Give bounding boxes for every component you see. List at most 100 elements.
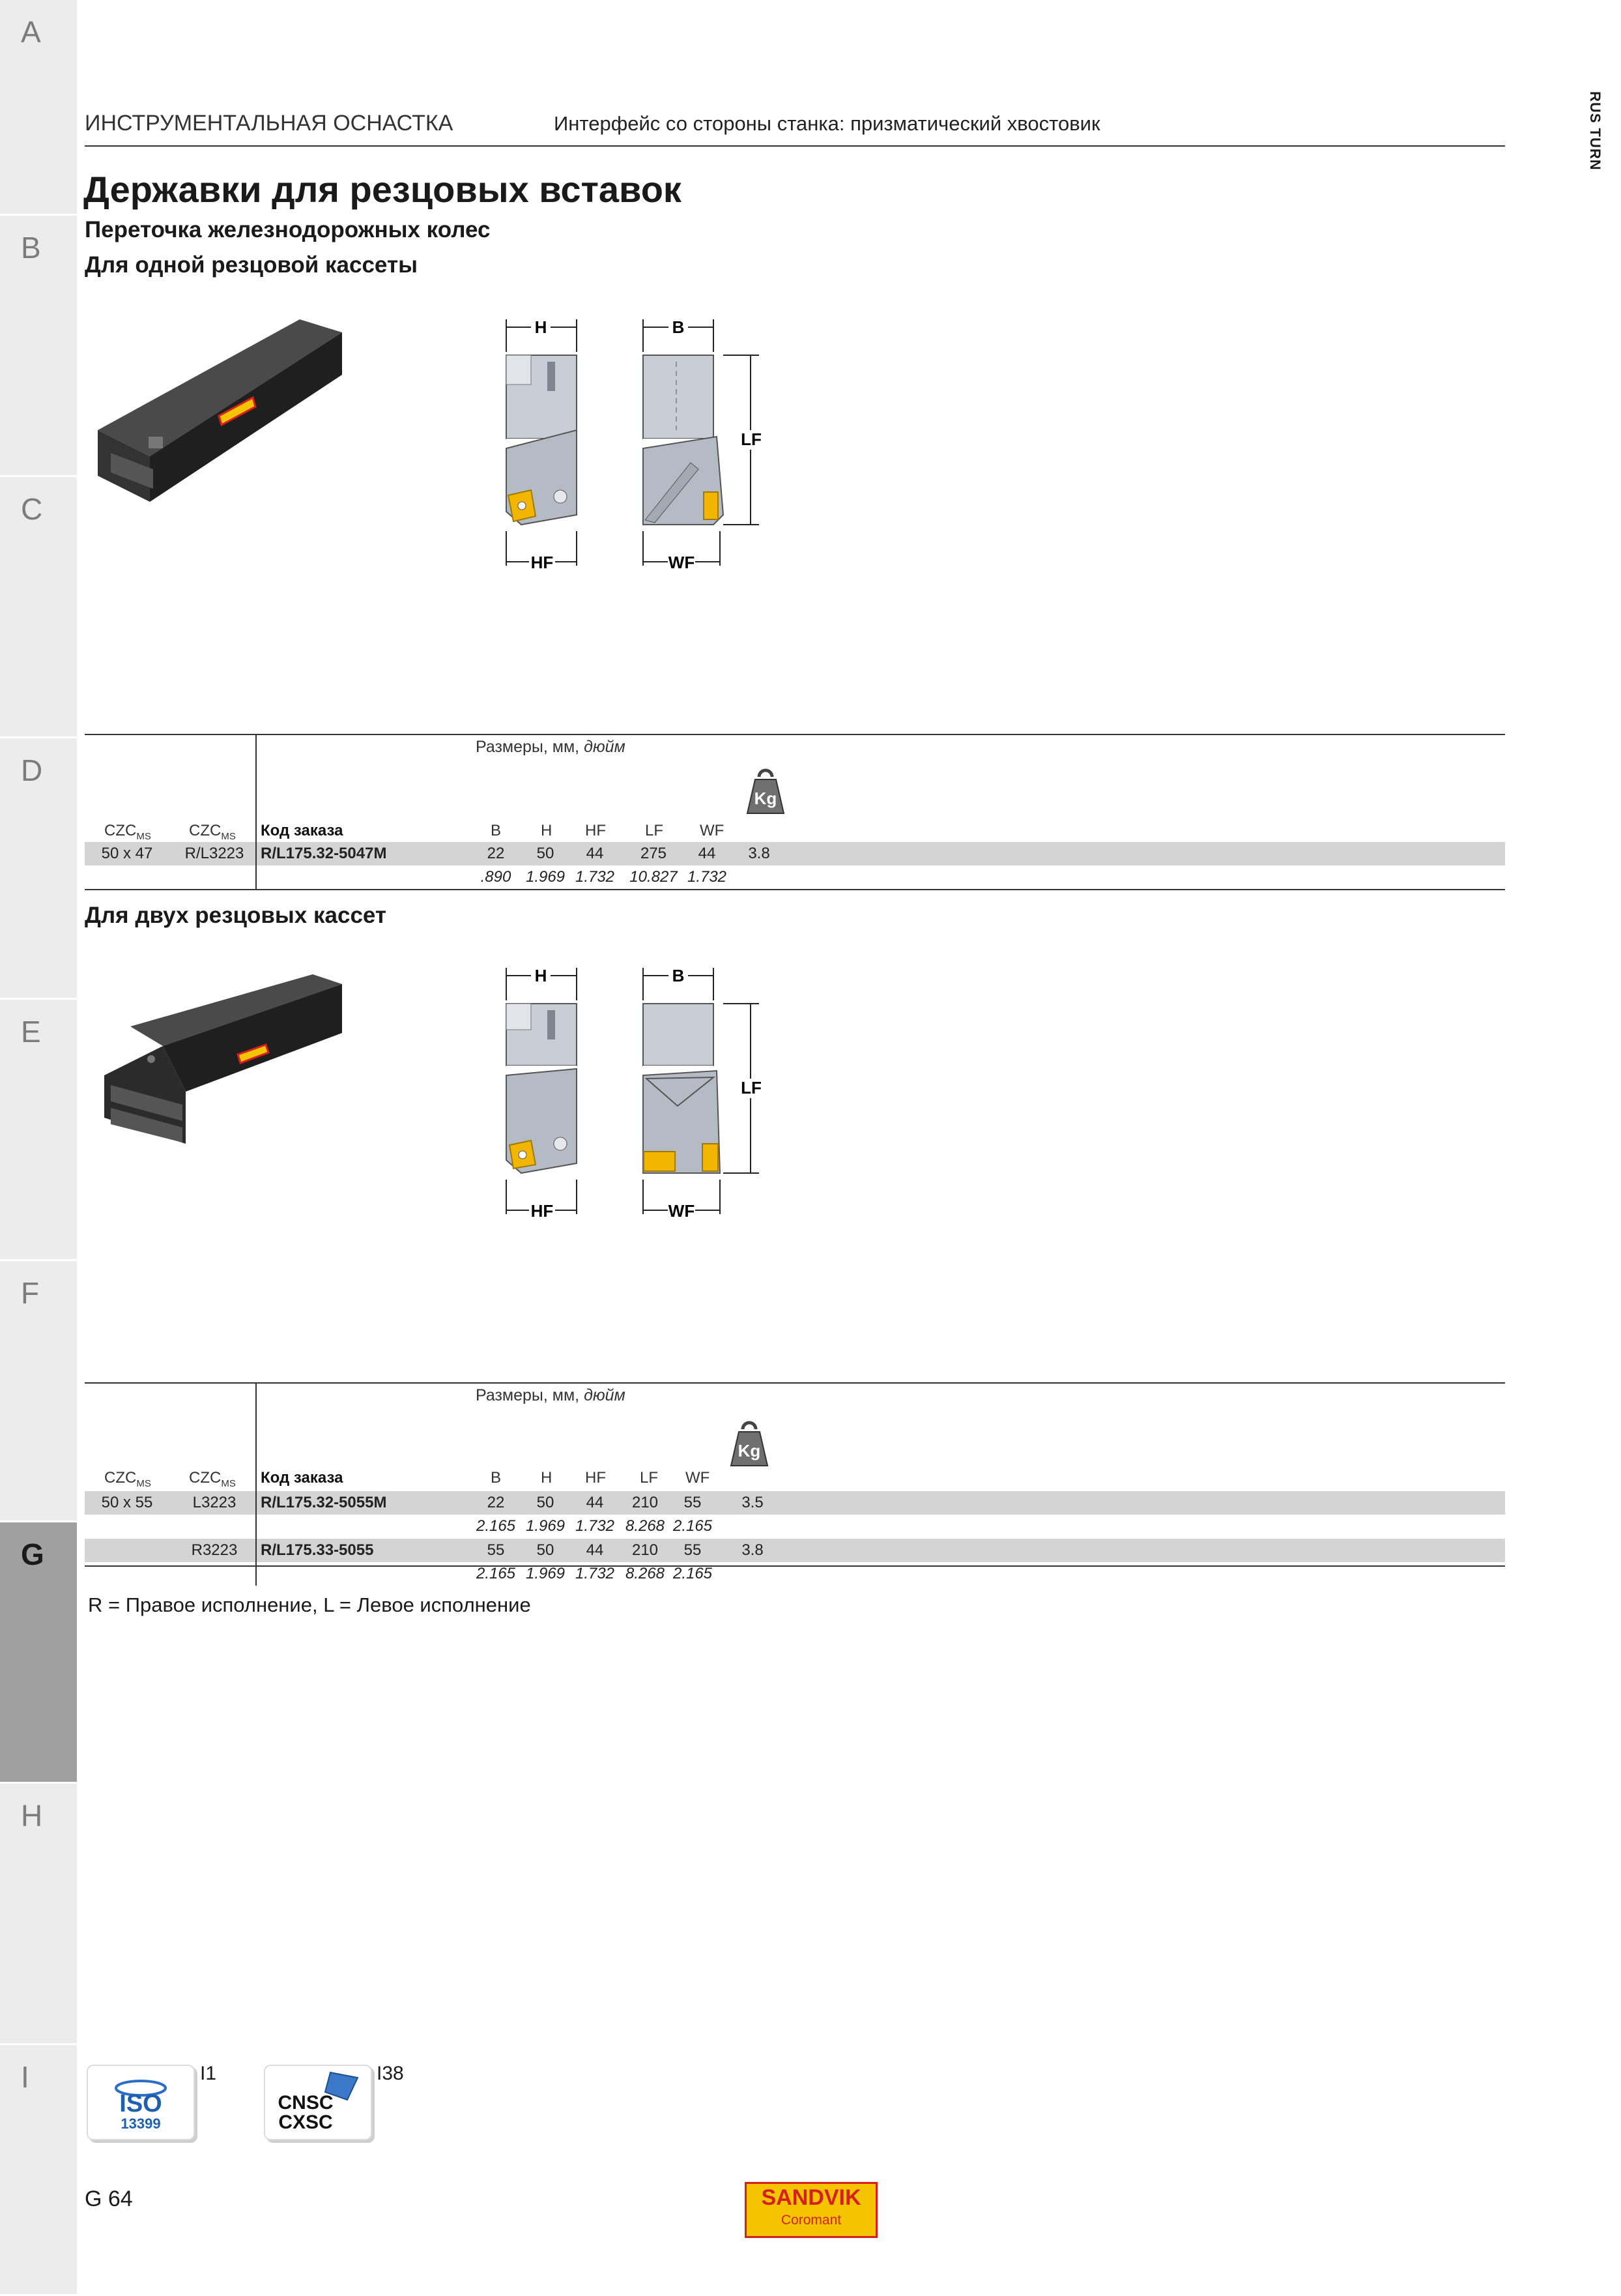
page-title: Державки для резцовых вставок — [83, 169, 681, 210]
dim-label-hf: HF — [531, 1201, 554, 1221]
cell-b: 22 — [487, 845, 505, 862]
hand-note: R = Правое исполнение, L = Левое исполне… — [88, 1593, 531, 1616]
dimension-drawing-double: H HF B LF WF — [506, 966, 766, 1221]
tab-i[interactable]: I — [0, 2045, 77, 2296]
weight-icon-label: Kg — [754, 789, 777, 808]
tab-g-label: G — [21, 1537, 44, 1571]
col-lf: LF — [640, 1469, 659, 1487]
cassette-code-icon: CNSC CXSC — [278, 2071, 359, 2133]
header-category: ИНСТРУМЕНТАЛЬНАЯ ОСНАСТКА — [85, 111, 453, 136]
table-single-cassette: Размеры, мм, дюйм Kg CZCMS CZCMS Код зак… — [85, 734, 1505, 890]
iso-logo-icon: ISO 13399 — [115, 2080, 167, 2132]
weight-icon-label: Kg — [738, 1441, 761, 1460]
cell-wf: 44 — [698, 845, 716, 862]
cell-weight: 3.8 — [748, 845, 770, 862]
tab-d-label: D — [21, 753, 43, 787]
col-hf: HF — [585, 1469, 606, 1487]
col-czc2-sub: MS — [221, 830, 236, 842]
table-row-inch: .890 1.969 1.732 10.827 1.732 — [85, 865, 1505, 889]
cell-weight: 3.8 — [741, 1541, 764, 1559]
col-czc2-text: CZC — [189, 1469, 222, 1487]
cell-lf: 210 — [631, 1494, 659, 1511]
col-czc2: CZCMS — [189, 1469, 236, 1489]
cell-czc2: R3223 — [191, 1541, 238, 1559]
tab-c-label: C — [21, 492, 43, 526]
cell-weight: 3.5 — [741, 1494, 764, 1511]
table-top-rule — [85, 734, 1505, 735]
tab-a[interactable]: A — [0, 0, 77, 216]
col-czc1-text: CZC — [104, 1469, 137, 1487]
table-divider — [255, 734, 257, 890]
dim-label-b: B — [672, 966, 685, 985]
cell-lf-inch: 10.827 — [629, 868, 678, 886]
table-bottom-rule — [85, 1565, 1505, 1567]
cell-czc1: 50 x 55 — [101, 1494, 153, 1511]
table-row[interactable]: 50 x 47 R/L3223 R/L175.32-5047M 22 50 44… — [85, 842, 1505, 865]
dims-title-inch: дюйм — [584, 738, 625, 756]
cell-wf-inch: 2.165 — [672, 1517, 713, 1535]
cell-hf-inch: 1.732 — [575, 868, 615, 886]
cell-h-inch: 1.969 — [525, 1565, 566, 1582]
col-order-code: Код заказа — [261, 1469, 343, 1487]
row-divider — [255, 1539, 257, 1562]
tab-i-label: I — [21, 2060, 29, 2094]
col-czc1-text: CZC — [104, 822, 137, 839]
ref-cassette[interactable]: I38 — [377, 2063, 404, 2084]
col-h: H — [541, 1469, 552, 1487]
tool-holder-photo-single — [98, 319, 342, 502]
iso-text: ISO — [119, 2090, 162, 2117]
tab-b-label: B — [21, 231, 41, 265]
tab-f[interactable]: F — [0, 1261, 77, 1522]
side-label: RUS TURN — [1587, 91, 1603, 171]
row-divider — [255, 1515, 257, 1538]
table-top-rule — [85, 1382, 1505, 1384]
cell-h-inch: 1.969 — [525, 1517, 566, 1535]
dim-label-wf: WF — [668, 1201, 695, 1221]
tab-f-label: F — [21, 1276, 40, 1310]
cell-b-inch: 2.165 — [476, 1517, 516, 1535]
table-row[interactable]: 50 x 55 L3223 R/L175.32-5055M 22 50 44 2… — [85, 1491, 1505, 1515]
col-czc2-text: CZC — [189, 822, 222, 839]
col-czc1: CZCMS — [104, 822, 151, 842]
cell-b: 22 — [487, 1494, 505, 1511]
section-tabs: A B C D E F G H I — [0, 0, 77, 2296]
cell-b-inch: .890 — [480, 868, 511, 886]
dim-label-lf: LF — [741, 429, 762, 449]
dim-label-h: H — [535, 317, 547, 337]
cell-h: 50 — [536, 1494, 554, 1511]
cell-lf-inch: 8.268 — [625, 1517, 665, 1535]
ref-iso[interactable]: I1 — [200, 2063, 217, 2084]
row-divider — [255, 1562, 257, 1586]
header-rule — [85, 145, 1505, 147]
tab-h-label: H — [21, 1799, 43, 1833]
tab-b[interactable]: B — [0, 216, 77, 477]
tab-g[interactable]: G — [0, 1522, 77, 1784]
row-divider — [255, 865, 257, 889]
weight-icon: Kg — [730, 1421, 769, 1466]
page-number: G 64 — [85, 2187, 133, 2211]
sandvik-sub: Coromant — [781, 2213, 842, 2228]
cnsc-cxsc-icon[interactable]: CNSC CXSC — [264, 2065, 372, 2140]
col-czc2: CZCMS — [189, 822, 236, 842]
cell-hf-inch: 1.732 — [575, 1517, 615, 1535]
tab-h[interactable]: H — [0, 1784, 77, 2045]
dims-title: Размеры, мм, дюйм — [476, 738, 625, 757]
table-row[interactable]: R3223 R/L175.33-5055 55 50 44 210 55 3.8 — [85, 1539, 1505, 1562]
iso-13399-icon[interactable]: ISO 13399 — [87, 2065, 195, 2140]
cell-h: 50 — [536, 845, 554, 862]
cell-hf-inch: 1.732 — [575, 1565, 615, 1582]
tab-e[interactable]: E — [0, 1000, 77, 1261]
col-hf: HF — [585, 822, 606, 839]
col-czc1-sub: MS — [136, 830, 151, 842]
dims-title-mm: Размеры, мм, — [476, 1386, 580, 1404]
cell-order-code: R/L175.33-5055 — [261, 1541, 374, 1559]
page-subtitle: Переточка железнодорожных колес — [85, 217, 491, 242]
row-divider — [255, 842, 257, 865]
col-czc1-sub: MS — [136, 1477, 151, 1489]
col-lf: LF — [645, 822, 664, 839]
col-wf: WF — [685, 1469, 710, 1487]
tab-c[interactable]: C — [0, 477, 77, 738]
dim-label-b: B — [672, 317, 685, 337]
cell-czc2: L3223 — [192, 1494, 237, 1511]
tab-d[interactable]: D — [0, 738, 77, 1000]
